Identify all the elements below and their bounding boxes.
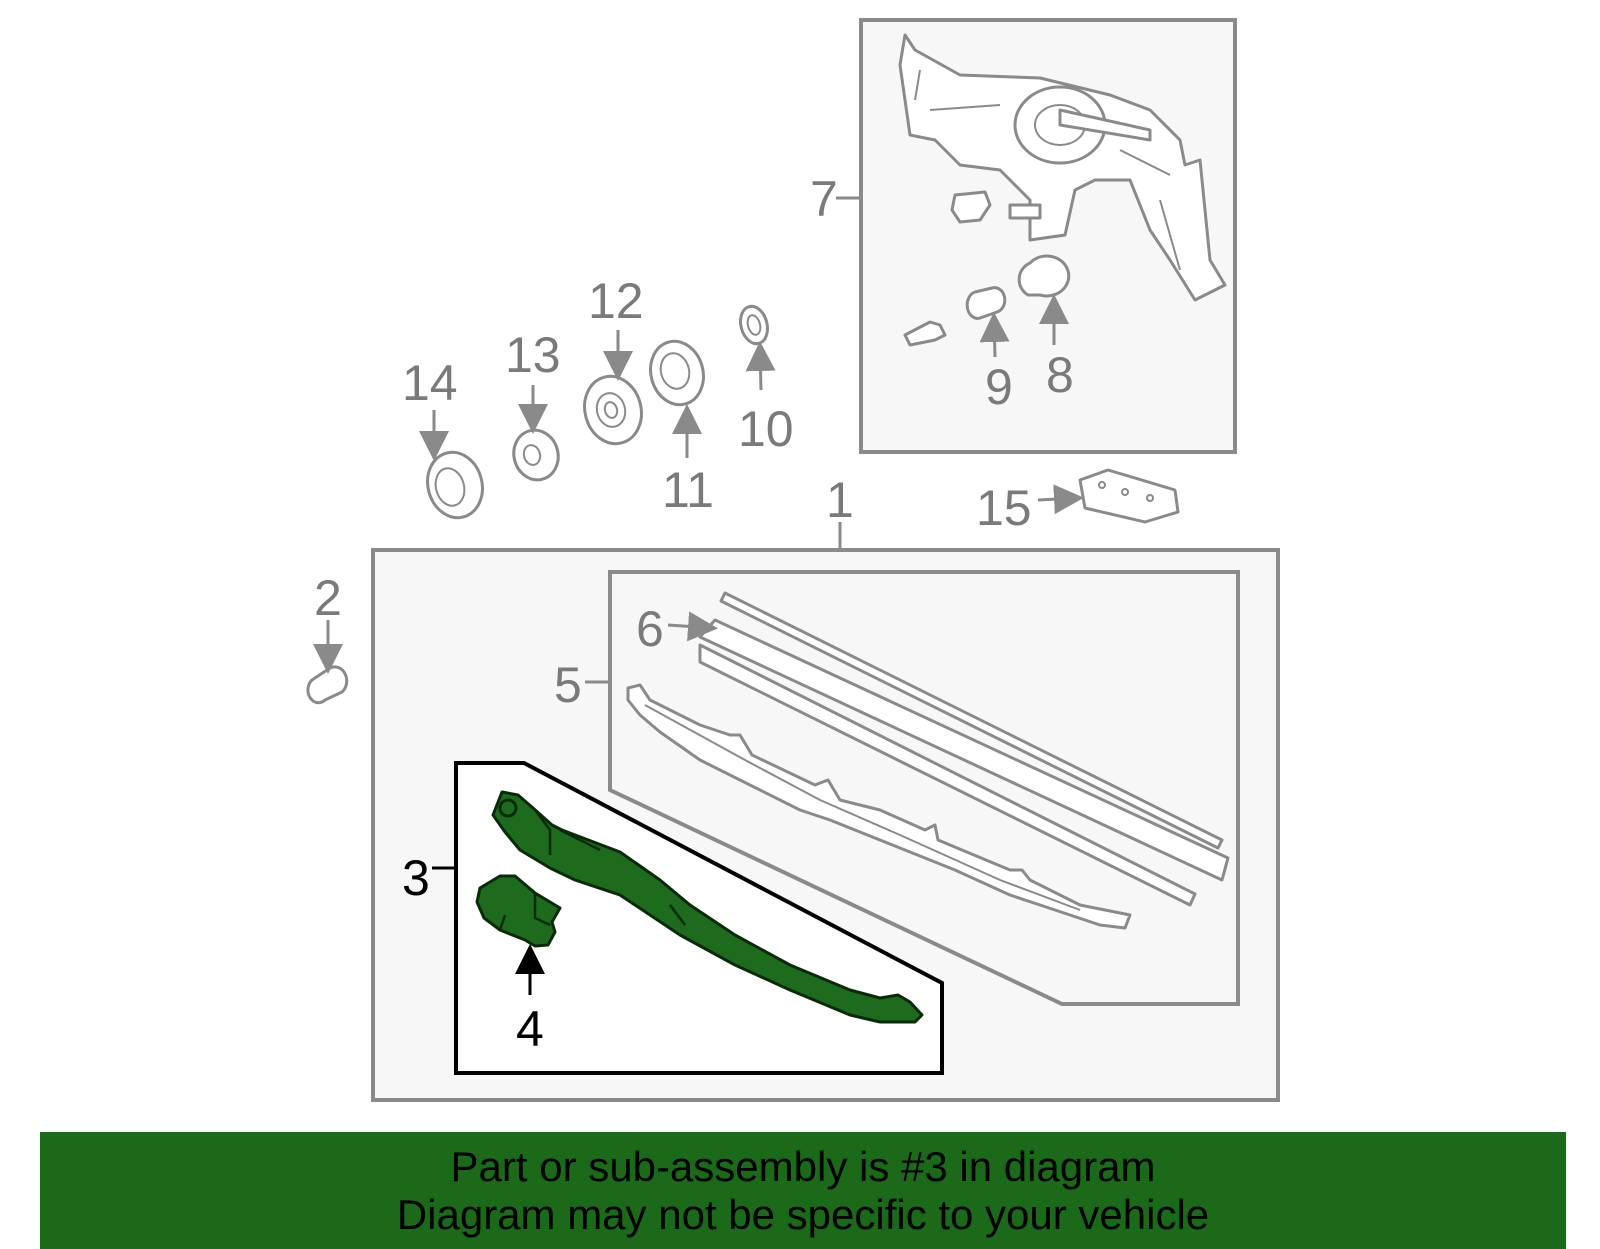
motor-bolt	[903, 320, 947, 347]
banner-line-1: Part or sub-assembly is #3 in diagram	[450, 1142, 1156, 1190]
callout-13: 13	[505, 327, 561, 383]
info-banner: Part or sub-assembly is #3 in diagram Di…	[40, 1132, 1566, 1249]
part-10-washer	[739, 304, 769, 346]
callout-1: 1	[826, 472, 854, 528]
part-8-grommet	[1017, 254, 1071, 298]
callout-3: 3	[402, 850, 430, 906]
callout-12: 12	[588, 273, 644, 329]
callout-10: 10	[738, 401, 794, 457]
part-13-bushing	[512, 428, 560, 482]
banner-line-2: Diagram may not be specific to your vehi…	[396, 1190, 1210, 1238]
part-15-connector	[1078, 468, 1180, 524]
callout-6: 6	[636, 601, 664, 657]
callout-4: 4	[516, 1001, 544, 1057]
callout-7: 7	[810, 171, 838, 227]
wiper-motor-illustration	[898, 33, 1227, 302]
callout-9: 9	[985, 359, 1013, 415]
part-14-cap	[426, 450, 484, 520]
callout-2: 2	[314, 570, 342, 626]
wiper-refill-strips	[698, 591, 1230, 907]
callout-15: 15	[976, 480, 1032, 536]
wiper-blade-frame	[626, 683, 1132, 930]
part-4-cover-highlighted	[475, 874, 562, 948]
part-2-cap	[306, 665, 349, 705]
part-12-seal	[583, 374, 643, 446]
part-9-bushing	[965, 286, 1007, 320]
part-11-spacer	[649, 339, 705, 407]
callout-8: 8	[1046, 347, 1074, 403]
callout-14: 14	[402, 355, 458, 411]
wiper-arm-highlighted	[491, 790, 924, 1024]
callout-11: 11	[662, 462, 714, 518]
callout-5: 5	[554, 657, 582, 713]
